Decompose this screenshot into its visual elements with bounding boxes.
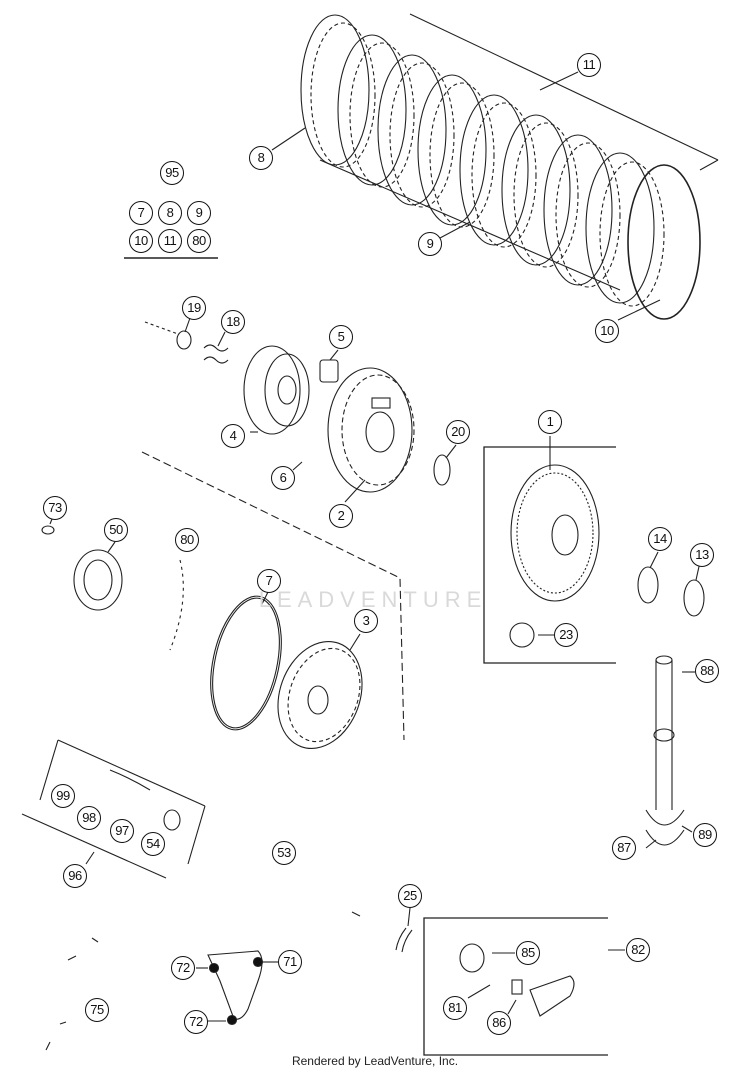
callout-98: 98 (77, 806, 101, 830)
callout-96: 96 (63, 864, 87, 888)
callout-19: 19 (182, 296, 206, 320)
callout-81: 81 (443, 996, 467, 1020)
callout-53: 53 (272, 841, 296, 865)
callout-18: 18 (221, 310, 245, 334)
callout-3: 3 (354, 609, 378, 633)
callout-72-lower: 72 (184, 1010, 208, 1034)
callout-88: 88 (695, 659, 719, 683)
callout-71: 71 (278, 950, 302, 974)
callout-6: 6 (271, 466, 295, 490)
callout-89: 89 (693, 823, 717, 847)
callout-86: 86 (487, 1011, 511, 1035)
callout-23: 23 (554, 623, 578, 647)
callout-5: 5 (329, 325, 353, 349)
callout-72-upper: 72 (171, 956, 195, 980)
callout-11: 11 (577, 53, 601, 77)
callout-11-kit: 11 (158, 229, 182, 253)
callout-80: 80 (175, 528, 199, 552)
release-lever-kit (423, 917, 608, 1056)
callout-54: 54 (141, 832, 165, 856)
callout-9-kit: 9 (187, 201, 211, 225)
callout-4: 4 (221, 424, 245, 448)
callout-73: 73 (43, 496, 67, 520)
pressure-plate (327, 367, 415, 493)
callout-50: 50 (104, 518, 128, 542)
callout-9: 9 (418, 232, 442, 256)
callout-20: 20 (446, 420, 470, 444)
callout-85: 85 (516, 941, 540, 965)
callout-25: 25 (398, 884, 422, 908)
callout-10-kit: 10 (129, 229, 153, 253)
watermark-text: LEADVENTURE (258, 587, 488, 612)
callout-1: 1 (538, 410, 562, 434)
slave-cylinder-kit (21, 739, 206, 879)
clutch-cover (277, 640, 363, 750)
mounting-bracket (207, 950, 264, 1026)
callout-95: 95 (160, 161, 184, 185)
bolt-and-spring (144, 317, 229, 364)
callout-97: 97 (110, 819, 134, 843)
inner-hub (243, 345, 310, 435)
callout-99: 99 (51, 784, 75, 808)
callout-10: 10 (595, 319, 619, 343)
callout-8: 8 (249, 146, 273, 170)
callout-2: 2 (329, 504, 353, 528)
callout-7: 7 (257, 569, 281, 593)
callout-82: 82 (626, 938, 650, 962)
callout-8-kit: 8 (158, 201, 182, 225)
clutch-shaft (645, 655, 685, 846)
clutch-plate-stack (300, 13, 719, 320)
callout-80-kit: 80 (187, 229, 211, 253)
callout-13: 13 (690, 543, 714, 567)
callout-75: 75 (85, 998, 109, 1022)
primary-gear-box (483, 436, 616, 664)
footer-credit: Rendered by LeadVenture, Inc. (291, 1054, 459, 1068)
callout-14: 14 (648, 527, 672, 551)
callout-87: 87 (612, 836, 636, 860)
callout-7-kit: 7 (129, 201, 153, 225)
